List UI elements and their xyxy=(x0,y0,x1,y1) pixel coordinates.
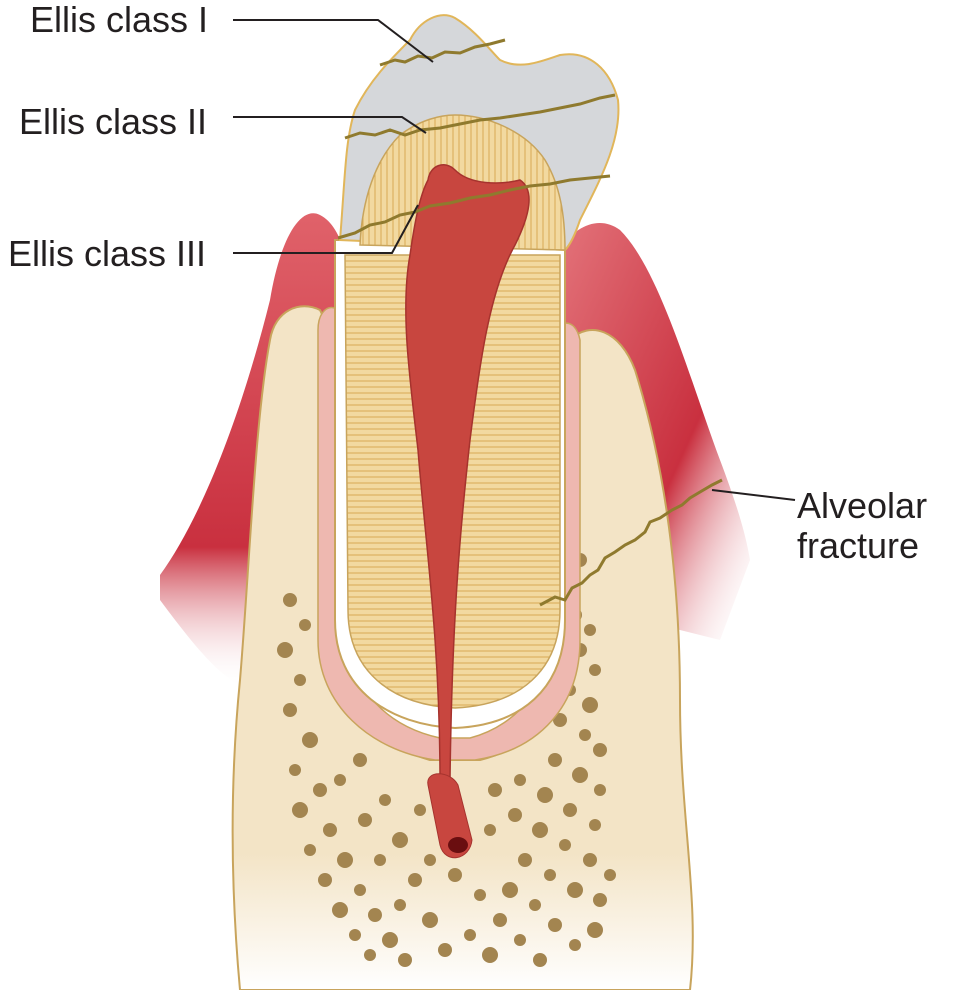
leader-ellis-3 xyxy=(233,204,419,254)
leader-ellis-1 xyxy=(233,19,434,63)
fracture-line-ellis-2 xyxy=(344,93,616,140)
fracture-line-ellis-1 xyxy=(379,38,506,67)
label-ellis-class-1: Ellis class I xyxy=(30,0,209,40)
label-alveolar-line-1: Alveolar xyxy=(797,485,928,526)
fracture-line-alveolar xyxy=(539,478,723,607)
label-ellis-class-2: Ellis class II xyxy=(19,101,208,142)
label-alveolar-fracture: Alveolar fracture xyxy=(797,486,927,566)
leader-alveolar xyxy=(711,489,796,501)
label-alveolar-line-2: fracture xyxy=(797,525,920,566)
leader-ellis-2 xyxy=(233,116,427,134)
pulp xyxy=(405,164,530,781)
cancellous-bone-spots xyxy=(277,553,616,967)
label-ellis-class-3: Ellis class III xyxy=(8,233,207,274)
fracture-line-ellis-3 xyxy=(337,174,611,240)
apical-vessel xyxy=(427,773,473,859)
apical-foramen xyxy=(448,837,468,853)
leader-lines xyxy=(233,19,796,501)
